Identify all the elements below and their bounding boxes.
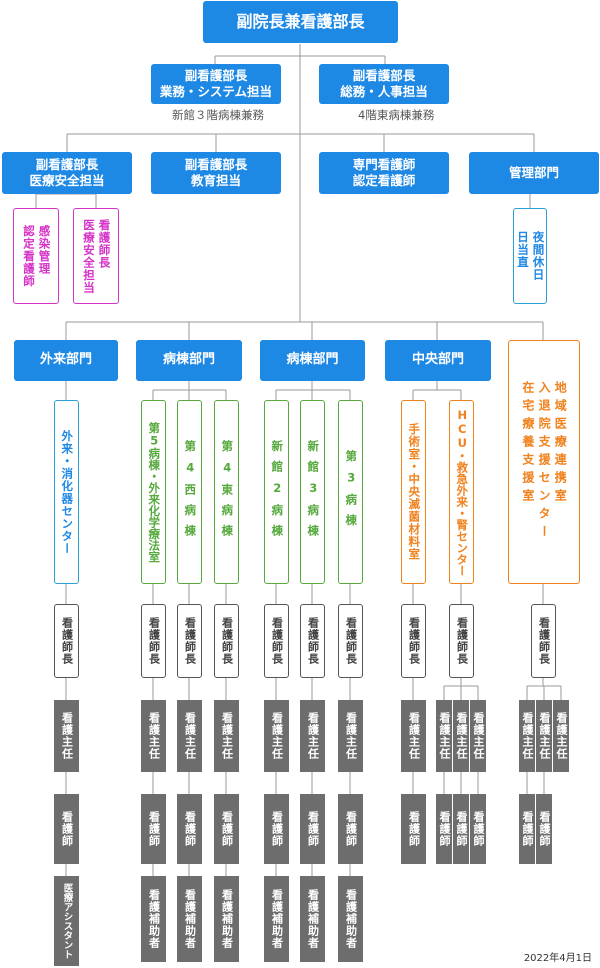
head-nurse-ward5: 看護師長 [141,604,166,678]
head-nurse-4west: 看護師長 [177,604,202,678]
nurse-ward3: 看護師 [338,794,363,864]
deputy-admin-note: 4階東病棟兼務 [358,108,435,122]
unit-operating-room: 手術室・中央滅菌材料室 [401,400,426,584]
chief-nurse-hcu-1: 看護主任 [436,700,452,772]
chief-nurse-annex3: 看護主任 [300,700,325,772]
chief-nurse-community-2: 看護主任 [536,700,552,772]
unit-4east: 第4東病棟 [214,400,239,584]
deputy-systems-note: 新館３階病棟兼務 [172,108,264,122]
head-nurse-annex2: 看護師長 [264,604,289,678]
head-nurse-ward3: 看護師長 [338,604,363,678]
chief-nurse-annex2: 看護主任 [264,700,289,772]
nurse-community-1: 看護師 [519,794,535,864]
nursing-aide-annex2: 看護補助者 [264,876,289,962]
nurse-annex2: 看護師 [264,794,289,864]
unit-annex2: 新館2病棟 [264,400,289,584]
nursing-aide-ward5: 看護補助者 [141,876,166,962]
nurse-4east: 看護師 [214,794,239,864]
unit-outpatient: 外来・消化器センター [54,400,79,584]
chief-nurse-or: 看護主任 [401,700,426,772]
head-nurse-community: 看護師長 [531,604,556,678]
night-holiday-duty-box: 夜間休日 日当直 [513,208,547,304]
deputy-systems-box: 副看護部長 業務・システム担当 [151,64,281,104]
nurse-ward5: 看護師 [141,794,166,864]
infection-control-box: 感染管理 認定看護師 [13,208,59,304]
outpatient-dept-box: 外来部門 [14,340,118,381]
nurse-4west: 看護師 [177,794,202,864]
nurse-hcu-3: 看護師 [470,794,486,864]
nursing-aide-ward3: 看護補助者 [338,876,363,962]
nurse-annex3: 看護師 [300,794,325,864]
chief-nurse-hcu-2: 看護主任 [453,700,469,772]
deputy-safety-box: 副看護部長 医療安全担当 [2,152,132,194]
nursing-aide-4west: 看護補助者 [177,876,202,962]
unit-ward5: 第5病棟・外来化学療法室 [141,400,166,584]
chief-nurse-4east: 看護主任 [214,700,239,772]
head-nurse-outpatient: 看護師長 [54,604,79,678]
date-label: 2022年4月1日 [523,953,592,964]
head-nurse-annex3: 看護師長 [300,604,325,678]
specialist-nurse-box: 専門看護師 認定看護師 [319,152,449,194]
unit-annex3: 新館3病棟 [300,400,325,584]
chief-nurse-community-1: 看護主任 [519,700,535,772]
ward-dept-1-box: 病棟部門 [136,340,242,381]
head-nurse-or: 看護師長 [401,604,426,678]
top-box: 副院長兼看護部長 [203,1,398,43]
management-dept-box: 管理部門 [469,152,599,194]
nurse-hcu-2: 看護師 [453,794,469,864]
deputy-education-box: 副看護部長 教育担当 [151,152,281,194]
ward-dept-2-box: 病棟部門 [260,340,365,381]
nurse-hcu-1: 看護師 [436,794,452,864]
nurse-outpatient: 看護師 [54,794,79,864]
chief-nurse-ward5: 看護主任 [141,700,166,772]
medical-assistant-outpatient: 医療アシスタント [54,876,79,966]
unit-ward3: 第3病棟 [338,400,363,584]
chief-nurse-outpatient: 看護主任 [54,700,79,772]
head-nurse-4east: 看護師長 [214,604,239,678]
unit-hcu: HCU・救急外来・腎センター [449,400,474,584]
chief-nurse-community-3: 看護主任 [553,700,569,772]
nurse-community-2: 看護師 [536,794,552,864]
chief-nurse-ward3: 看護主任 [338,700,363,772]
community-dept-box: 地域医療連携室 入退院支援センター 在宅療養支援室 [508,340,580,584]
chief-nurse-4west: 看護主任 [177,700,202,772]
safety-head-nurse-box: 看護師長 医療安全担当 [73,208,119,304]
nursing-aide-4east: 看護補助者 [214,876,239,962]
nurse-or: 看護師 [401,794,426,864]
unit-4west: 第4西病棟 [177,400,202,584]
head-nurse-hcu: 看護師長 [449,604,474,678]
deputy-admin-box: 副看護部長 総務・人事担当 [319,64,449,104]
central-dept-box: 中央部門 [385,340,491,381]
nursing-aide-annex3: 看護補助者 [300,876,325,962]
chief-nurse-hcu-3: 看護主任 [470,700,486,772]
